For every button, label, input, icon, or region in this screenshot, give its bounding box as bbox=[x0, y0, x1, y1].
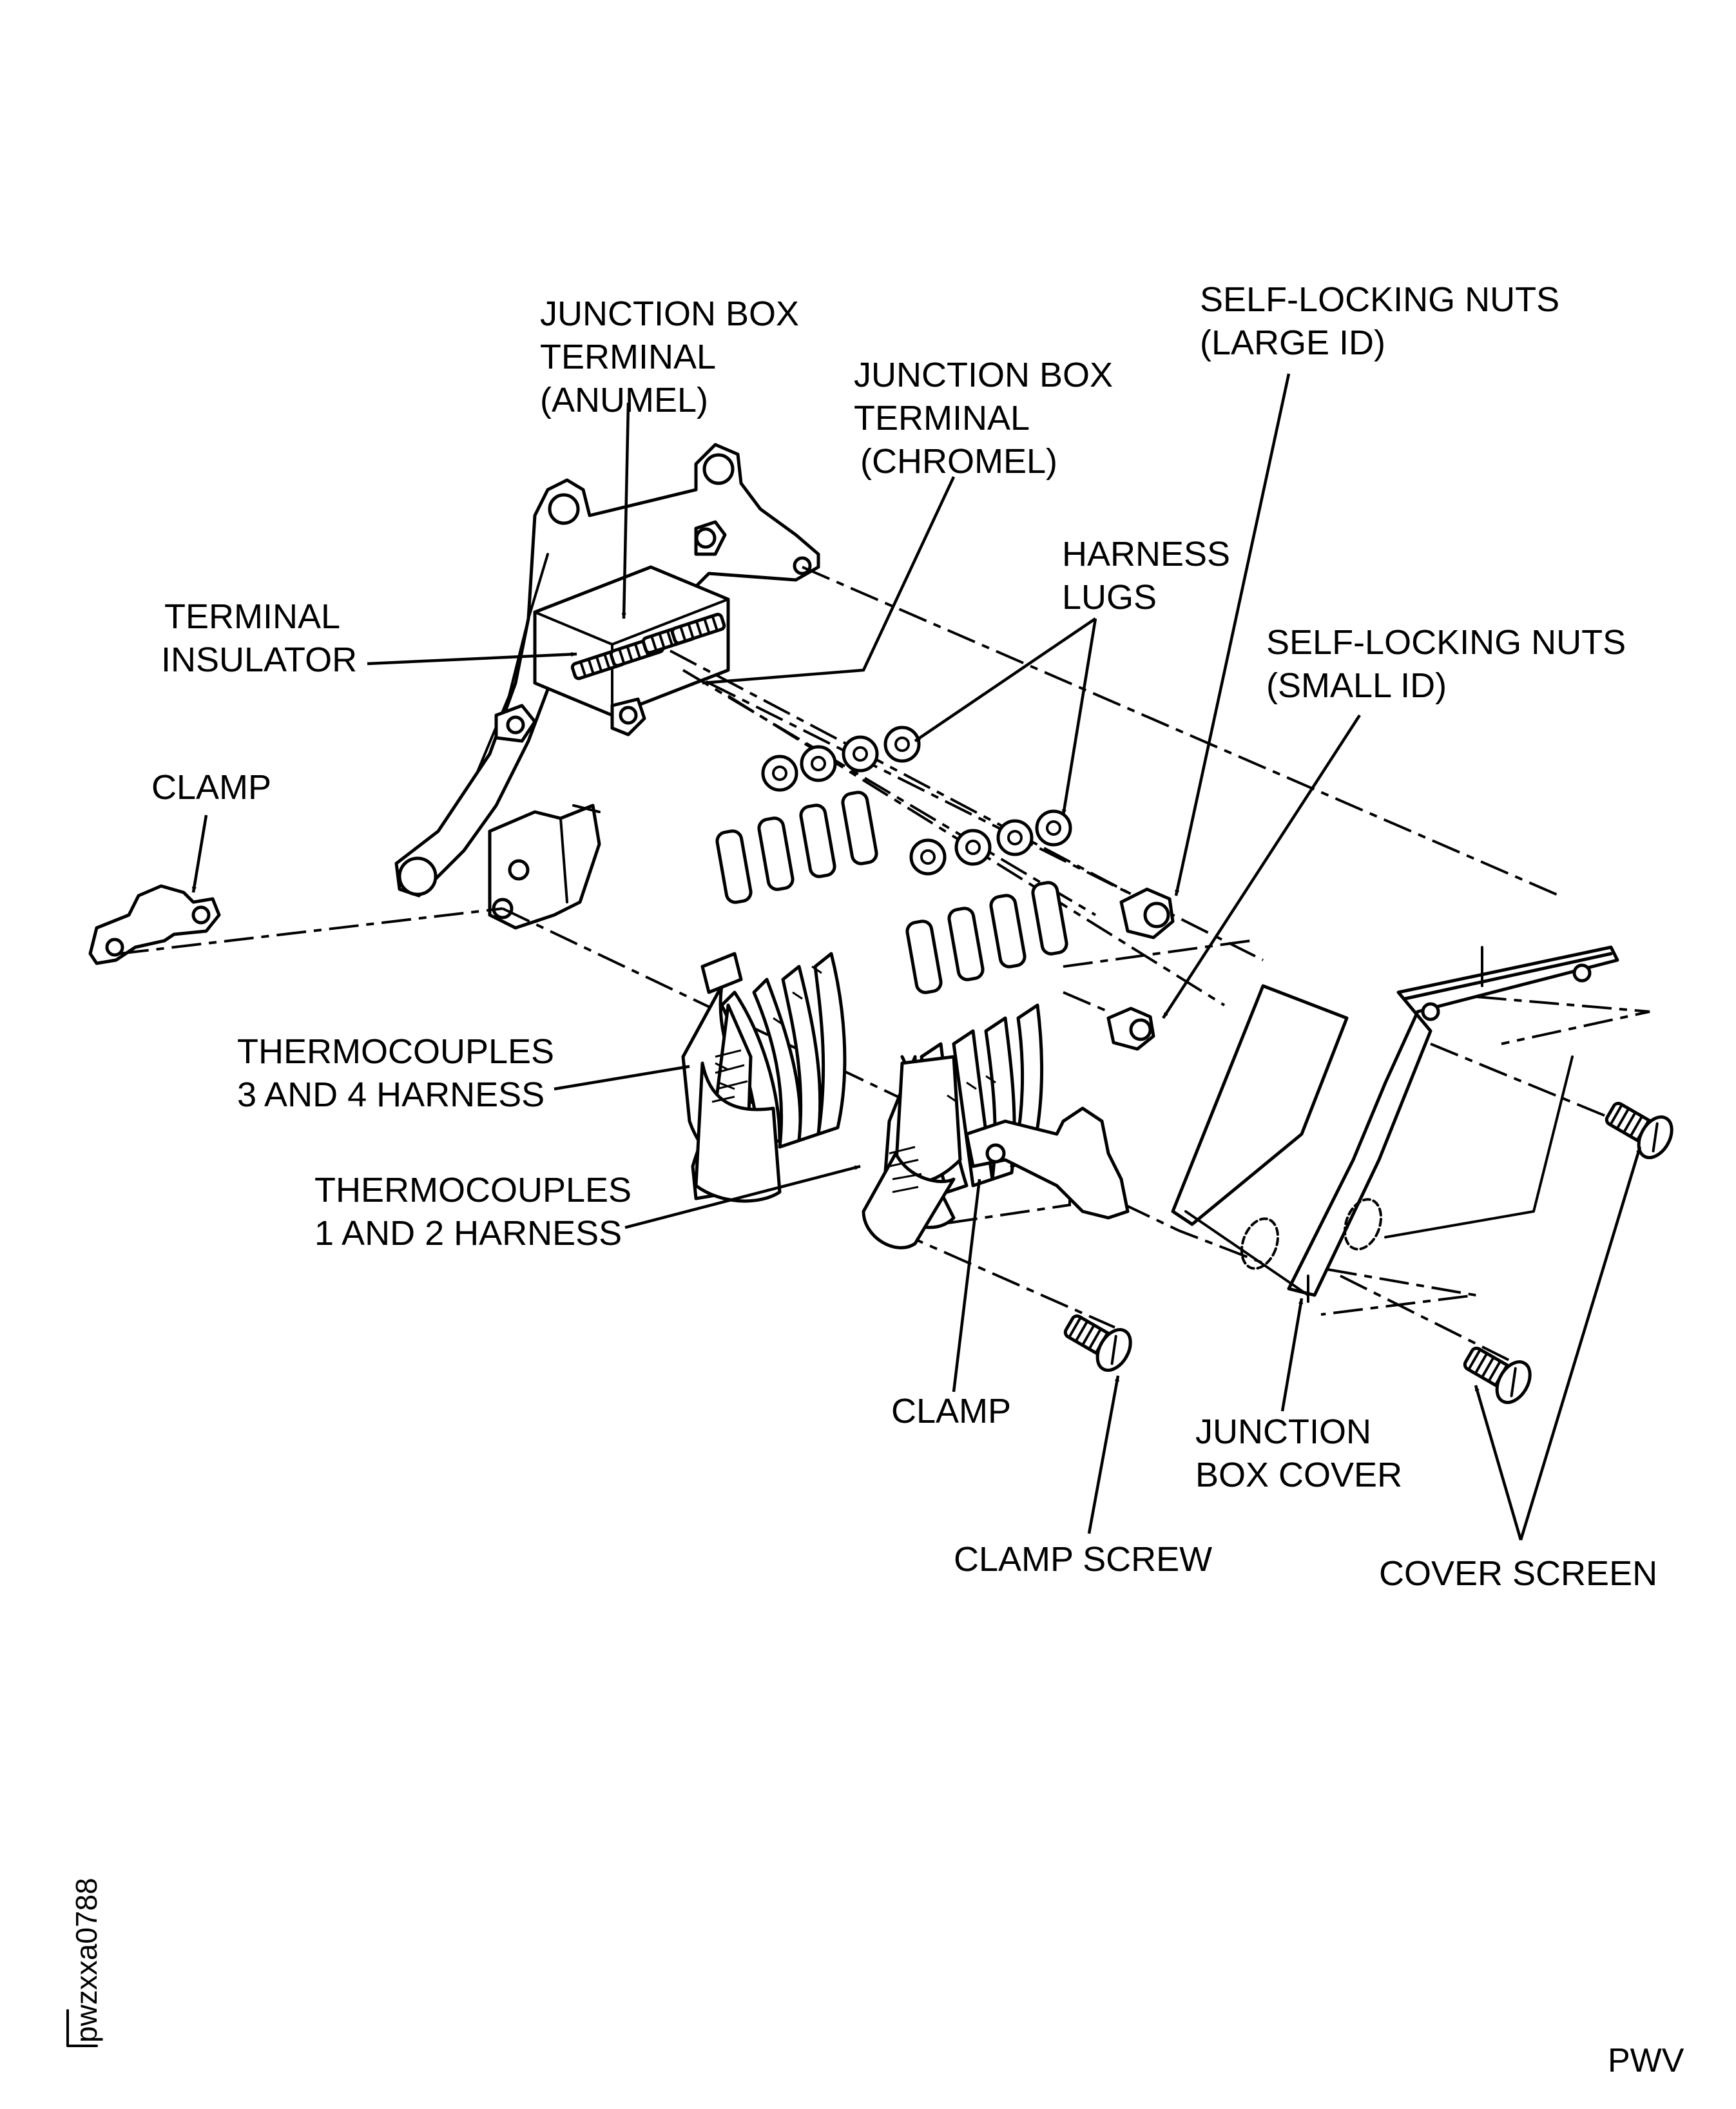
label-clamp-screw: CLAMP SCREW bbox=[954, 1540, 1212, 1579]
cover-screw-upper bbox=[1605, 1101, 1673, 1159]
label-junction-box-terminal-anumel: JUNCTION BOX TERMINAL (ANUMEL) bbox=[540, 294, 809, 419]
junction-box-bracket bbox=[394, 443, 820, 930]
self-locking-nut-large bbox=[1119, 887, 1175, 939]
label-thermocouples-1-2-harness: THERMOCOUPLES 1 AND 2 HARNESS bbox=[314, 1171, 641, 1253]
label-junction-box-cover: JUNCTION BOX COVER bbox=[1195, 1412, 1402, 1494]
label-terminal-insulator: TERMINAL INSULATOR bbox=[161, 597, 357, 679]
figure-code: pwzxxa0788 bbox=[70, 1878, 103, 2043]
junction-box-cover bbox=[1171, 945, 1619, 1303]
callout-labels: JUNCTION BOX TERMINAL (ANUMEL) JUNCTION … bbox=[151, 280, 1657, 1593]
label-self-locking-nuts-large: SELF-LOCKING NUTS (LARGE ID) bbox=[1200, 280, 1569, 362]
clamp-left bbox=[88, 884, 221, 965]
clamp-screw bbox=[1063, 1314, 1132, 1372]
leader-lines bbox=[191, 373, 1642, 1541]
self-locking-nut-small bbox=[1106, 1006, 1155, 1051]
harness-3-4 bbox=[681, 726, 921, 1203]
label-self-locking-nuts-small: SELF-LOCKING NUTS (SMALL ID) bbox=[1266, 623, 1635, 705]
label-cover-screen: COVER SCREEN bbox=[1379, 1554, 1657, 1593]
label-clamp-left: CLAMP bbox=[151, 768, 271, 807]
label-clamp-center: CLAMP bbox=[891, 1392, 1011, 1430]
terminal-studs bbox=[570, 613, 726, 680]
footer-tag: PWV bbox=[1608, 2042, 1684, 2079]
label-junction-box-terminal-chromel: JUNCTION BOX TERMINAL (CHROMEL) bbox=[854, 356, 1123, 481]
figure-code-block: pwzxxa0788 bbox=[66, 1878, 103, 2047]
label-harness-lugs: HARNESS LUGS bbox=[1062, 535, 1240, 617]
cover-screw-lower bbox=[1463, 1346, 1532, 1404]
label-thermocouples-3-4-harness: THERMOCOUPLES 3 AND 4 HARNESS bbox=[237, 1032, 564, 1114]
clamp-center bbox=[965, 1106, 1130, 1220]
harness-1-2 bbox=[862, 809, 1072, 1249]
